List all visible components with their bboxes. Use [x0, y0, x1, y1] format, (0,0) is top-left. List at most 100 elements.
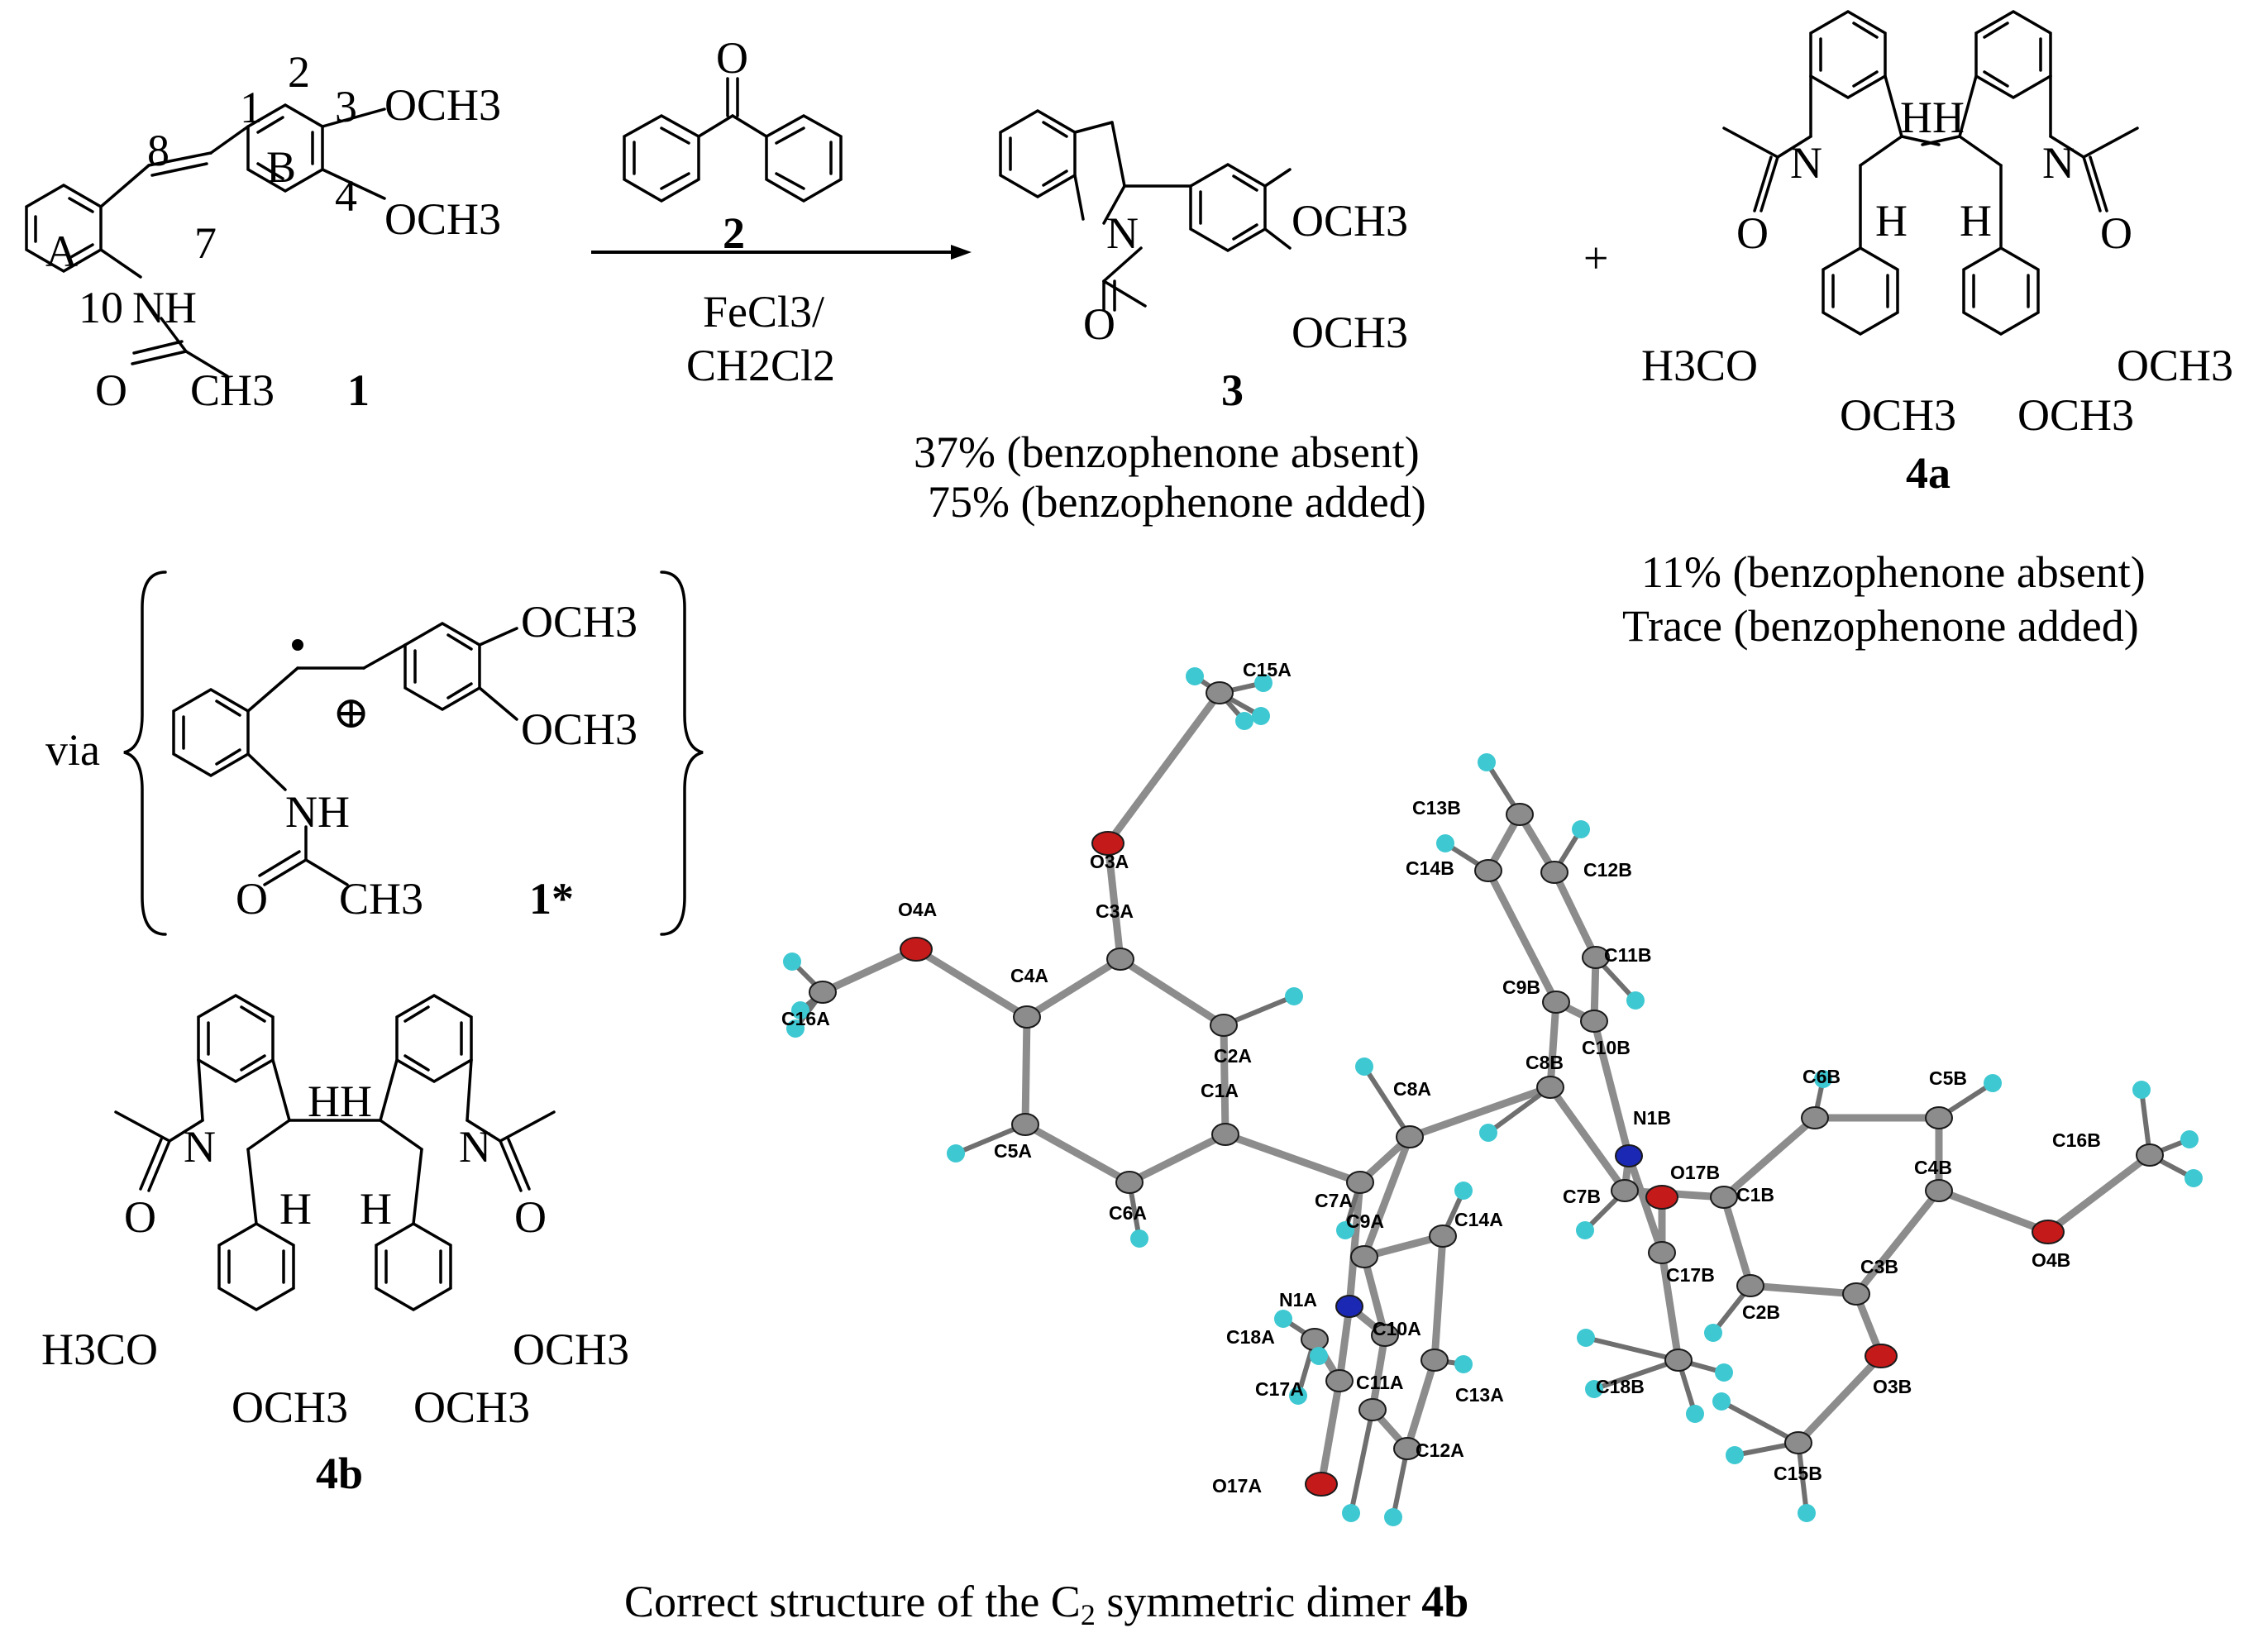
atom-label-c11a: C11A: [1356, 1372, 1404, 1393]
hydrogen-atom: [1289, 1387, 1307, 1405]
atom-c8b: [1536, 1076, 1564, 1099]
plus-sign: +: [1583, 233, 1608, 283]
hydrogen-atom: [1384, 1508, 1402, 1526]
intermediate-methoxy-b: OCH3: [521, 704, 637, 754]
hydrogen-atom: [1479, 1124, 1497, 1142]
compound-4a-methoxy-1: H3CO: [1641, 341, 1758, 390]
hydrogen-atom: [1310, 1347, 1328, 1365]
compound-4b-methoxy-3: OCH3: [413, 1382, 530, 1432]
intermediate-1-star-structure: [172, 621, 518, 886]
bond-c17a-o17a: [1317, 1377, 1344, 1488]
atom-label-c8b: C8B: [1526, 1052, 1564, 1073]
atom-c5b: [1925, 1106, 1953, 1129]
bond-o3b-c15b: [1794, 1352, 1885, 1447]
compound-1-structure: [25, 103, 386, 378]
amide-methyl-label: CH3: [190, 365, 275, 415]
bond-c4b-o4b: [1935, 1186, 2052, 1236]
position-8-label: 8: [147, 126, 170, 175]
atom-label-c13b: C13B: [1412, 797, 1461, 819]
bond-c17b-c18b: [1658, 1248, 1683, 1364]
compound-3-methoxy-a: OCH3: [1292, 196, 1408, 246]
atom-c10b: [1580, 1010, 1608, 1033]
compound-4a-h-left: H: [1875, 196, 1908, 246]
bond-c2b-c1b: [1720, 1193, 1755, 1290]
atom-c4b: [1925, 1179, 1953, 1202]
hydrogen-atom: [1252, 707, 1270, 725]
bond-c3b-c2b: [1746, 1282, 1860, 1298]
atom-c3a: [1106, 948, 1134, 971]
hydrogen-atom: [783, 952, 801, 971]
atom-c8a: [1396, 1125, 1424, 1148]
atom-label-c16b: C16B: [2052, 1129, 2101, 1151]
atom-c7a: [1346, 1171, 1374, 1194]
hydrogen-atom: [1798, 1504, 1816, 1522]
hydrogen-atom: [1984, 1074, 2002, 1092]
atom-label-o4b: O4B: [2032, 1249, 2070, 1271]
reaction-arrow: [591, 245, 972, 260]
atom-label-o3a: O3A: [1090, 851, 1129, 872]
atom-c4a: [1013, 1005, 1041, 1029]
atom-c17b: [1648, 1241, 1676, 1264]
ring-b-label: B: [266, 142, 296, 192]
bond-c6a-c1a: [1125, 1130, 1229, 1186]
hydrogen-atom: [1130, 1229, 1148, 1248]
h-bond-31: [1583, 1335, 1681, 1363]
hydrogen-atom: [1436, 834, 1454, 852]
atom-c3b: [1842, 1282, 1870, 1306]
hydrogen-atom: [1342, 1504, 1360, 1522]
compound-3-label: 3: [1221, 365, 1244, 415]
position-7-label: 7: [194, 218, 217, 268]
hydrogen-atom: [947, 1144, 965, 1163]
bond-c3a-c2a: [1116, 955, 1228, 1029]
atom-o17a: [1305, 1472, 1338, 1497]
atom-label-c15b: C15B: [1774, 1463, 1822, 1484]
atom-label-c10a: C10A: [1373, 1318, 1421, 1339]
atom-label-n1a: N1A: [1279, 1289, 1317, 1311]
atom-label-c1b: C1B: [1736, 1184, 1774, 1205]
hydrogen-atom: [1235, 712, 1253, 730]
compound-4b-hh-label: HH: [308, 1077, 372, 1126]
atom-label-c4b: C4B: [1914, 1157, 1952, 1178]
hydrogen-atom: [1336, 1221, 1354, 1239]
h-bond-33: [1592, 1358, 1681, 1392]
caption-prefix: Correct structure of the C: [624, 1577, 1081, 1626]
atom-label-o4a: O4A: [898, 899, 937, 920]
position-3-label: 3: [335, 82, 357, 131]
atom-o3a: [1091, 831, 1124, 856]
compound-4b-label: 4b: [316, 1449, 363, 1498]
conditions-line-1: FeCl3/: [703, 287, 824, 337]
compound-4a-yield-added: Trace (benzophenone added): [1622, 601, 2139, 651]
compound-4b-structure: [114, 993, 556, 1312]
hydrogen-atom: [1686, 1405, 1704, 1423]
atom-label-o3b: O3B: [1873, 1376, 1912, 1397]
hydrogen-atom: [1186, 667, 1204, 685]
compound-3-oxygen: O: [1083, 299, 1115, 349]
compound-4a-methoxy-2: OCH3: [1840, 390, 1956, 440]
atom-label-c16a: C16A: [781, 1008, 830, 1029]
atom-label-c2a: C2A: [1214, 1045, 1252, 1067]
atom-c2a: [1210, 1014, 1238, 1037]
caption-compound: 4b: [1421, 1577, 1468, 1626]
atom-c14b: [1474, 859, 1502, 882]
compound-4a-h-right: H: [1960, 196, 1992, 246]
atom-label-c12a: C12A: [1416, 1439, 1464, 1461]
hydrogen-atom: [1355, 1057, 1373, 1076]
hydrogen-atom: [1626, 991, 1645, 1010]
compound-4b-h-right: H: [360, 1184, 392, 1234]
intermediate-charge: ⊕: [332, 688, 370, 738]
h-bond-35: [1719, 1399, 1801, 1445]
atom-c16b: [2136, 1143, 2164, 1167]
bond-c8b-c9b: [1546, 998, 1560, 1091]
compound-4a-hh-label: HH: [1900, 93, 1965, 142]
atom-c13b: [1506, 803, 1534, 826]
atom-label-c9b: C9B: [1502, 976, 1540, 998]
atom-c18a: [1301, 1328, 1329, 1351]
benzophenone-oxygen-label: O: [716, 33, 748, 83]
atom-label-c2b: C2B: [1742, 1301, 1780, 1323]
compound-4b-oxygen-right: O: [514, 1192, 547, 1242]
atom-c6b: [1801, 1106, 1829, 1129]
atom-c7b: [1611, 1179, 1639, 1202]
bond-c7a-n1a: [1345, 1178, 1364, 1311]
hydrogen-atom: [1478, 753, 1496, 771]
